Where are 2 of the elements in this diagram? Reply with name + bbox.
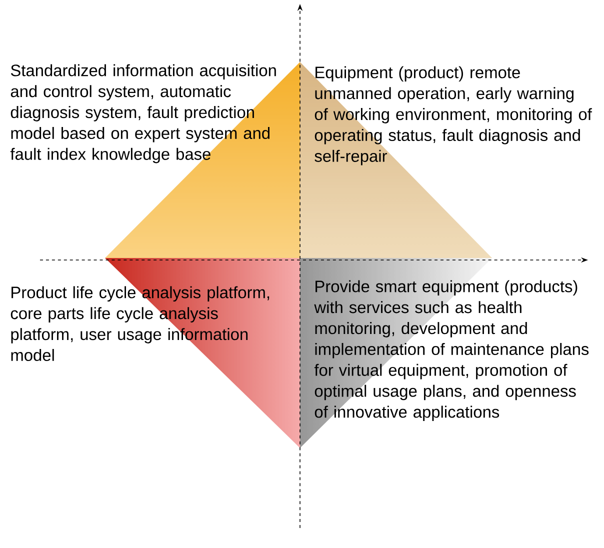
quadrant-text: Equipment (product) remote unmanned operation, early warning of working environment, monitoring of operating status, fault diagnosis and self-repair [314,66,592,166]
quadrant-text: Provide smart equipment (products) with services such as health monitoring, development and implementation of maintenance plans for virtual equipment, promotion of optimal usage plans, and openness of innovative applications [314,280,589,422]
